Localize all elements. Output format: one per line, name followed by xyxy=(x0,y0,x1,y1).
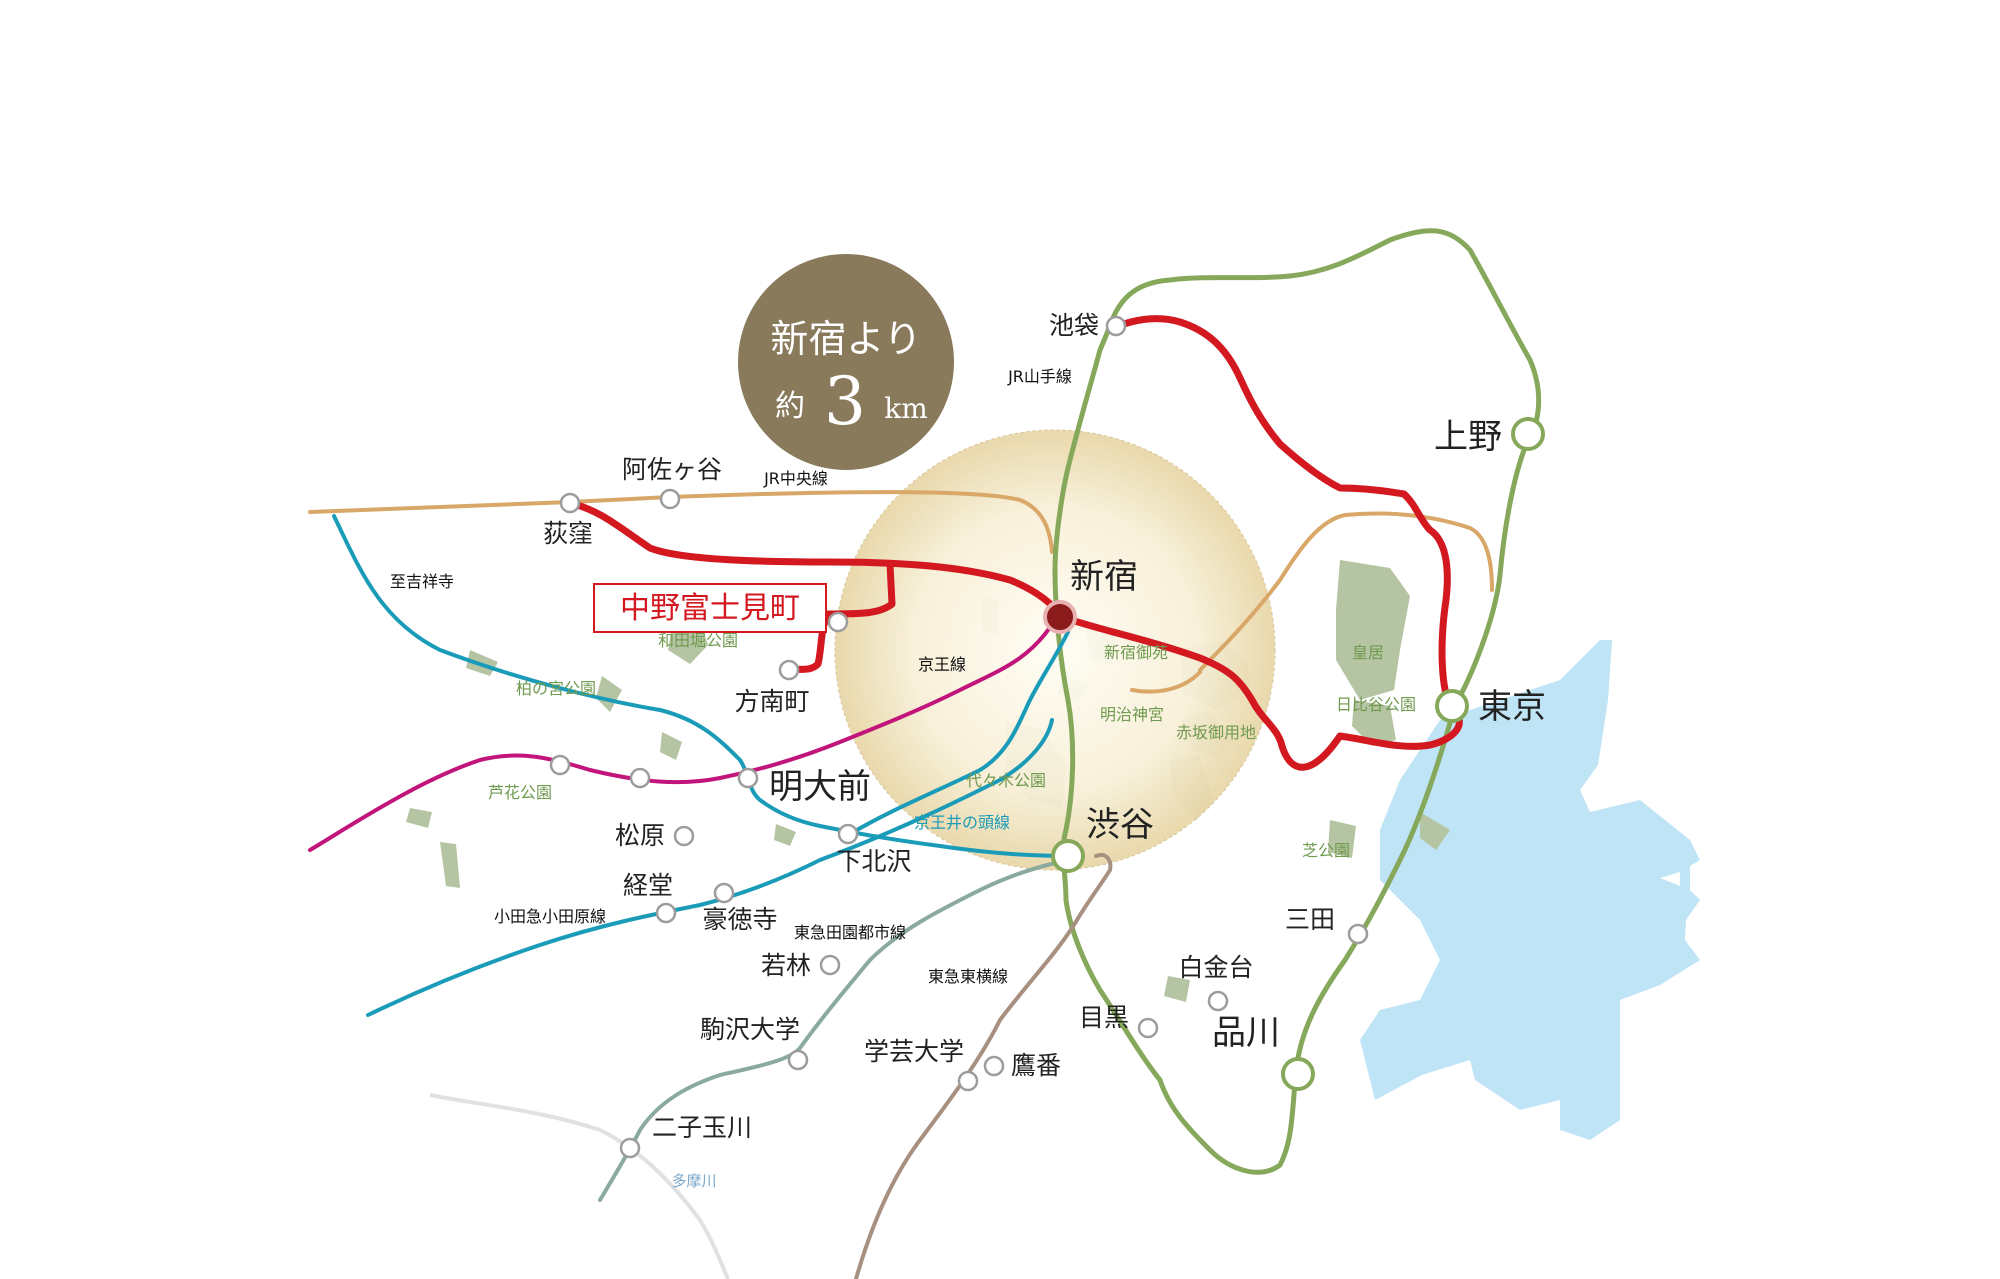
label-kichijoji: 至吉祥寺 xyxy=(390,572,454,591)
label-kokyo: 皇居 xyxy=(1352,643,1384,662)
inokashira-spur xyxy=(848,630,1070,836)
yamanote-line xyxy=(1052,228,1542,1175)
label-mita: 三田 xyxy=(1285,905,1335,934)
station-marker-wakabayashi xyxy=(819,954,841,976)
label-hibiya: 日比谷公園 xyxy=(1336,695,1416,714)
label-ikebukuro: 池袋 xyxy=(1049,311,1099,340)
keio-line xyxy=(308,618,1057,852)
label-komazawa: 駒沢大学 xyxy=(700,1015,800,1044)
label-shiba: 芝公園 xyxy=(1302,841,1350,860)
label-futakotamagawa: 二子玉川 xyxy=(652,1113,752,1142)
label-shibuya: 渋谷 xyxy=(1086,805,1154,845)
label-honancho: 方南町 xyxy=(734,687,809,716)
label-asagaya: 阿佐ヶ谷 xyxy=(622,455,722,484)
station-marker-shinjuku xyxy=(1043,600,1077,634)
label-akasaka: 赤坂御用地 xyxy=(1176,723,1256,742)
label-denentoshi: 東急田園都市線 xyxy=(794,923,906,942)
label-meijijingu: 明治神宮 xyxy=(1100,705,1164,724)
toyoko-line xyxy=(854,853,1113,1279)
station-marker-asagaya xyxy=(659,488,681,510)
marunouchi-line xyxy=(566,315,1463,771)
label-odakyu: 小田急小田原線 xyxy=(494,907,606,926)
odakyu-denentoshi-line xyxy=(366,718,1054,1017)
label-takaban: 鷹番 xyxy=(1011,1051,1061,1080)
station-marker-nakanofujimicho xyxy=(827,611,849,633)
label-ueno: 上野 xyxy=(1434,417,1502,457)
bay-pier xyxy=(1680,858,1690,902)
station-marker-ogikubo xyxy=(559,492,581,514)
label-shinjuku: 新宿 xyxy=(1070,557,1138,597)
station-marker-shinagawa xyxy=(1281,1057,1315,1091)
label-ogikubo: 荻窪 xyxy=(543,519,593,548)
label-kyodo: 経堂 xyxy=(623,871,673,900)
station-marker-shirokanedai xyxy=(1207,990,1229,1012)
label-yoyogi: 代々木公園 xyxy=(966,771,1046,790)
station-marker-shimokitazawa xyxy=(837,823,859,845)
station-marker-gotokuji xyxy=(713,882,735,904)
station-marker-honancho xyxy=(778,659,800,681)
label-chuo: JR中央線 xyxy=(763,469,828,488)
station-marker-komazawa xyxy=(787,1049,809,1071)
home-station-label: 中野富士見町 xyxy=(620,591,800,626)
label-toyoko: 東急東横線 xyxy=(928,967,1008,986)
station-marker-meguro xyxy=(1137,1017,1159,1039)
station-marker-meidaimae xyxy=(737,767,759,789)
radius-3km-circle xyxy=(834,429,1276,871)
label-gotokuji: 豪徳寺 xyxy=(702,905,777,934)
station-marker-shibuya xyxy=(1051,839,1085,873)
label-shimokitazawa: 下北沢 xyxy=(836,847,911,876)
chuo-line xyxy=(308,490,1054,554)
label-kashiwanomiya: 柏の宮公園 xyxy=(516,679,596,698)
station-marker-matsubara xyxy=(673,825,695,847)
station-marker-kyodo xyxy=(655,902,677,924)
label-gakugei: 学芸大学 xyxy=(864,1037,964,1066)
station-marker-gakugei xyxy=(957,1070,979,1092)
label-inokashira: 京王井の頭線 xyxy=(914,813,1010,832)
chuo-line-east xyxy=(1198,511,1494,672)
station-marker-rokakoen-b xyxy=(629,767,651,789)
badge-number: 3 xyxy=(824,363,866,440)
label-tama-river: 多摩川 xyxy=(671,1172,716,1190)
distance-badge xyxy=(738,254,954,470)
label-meidaimae: 明大前 xyxy=(769,767,871,807)
badge-line1: 新宿より xyxy=(770,317,921,361)
chuo-line-link xyxy=(1130,670,1202,694)
label-wadabori: 和田堀公園 xyxy=(658,631,738,650)
label-shirokanedai: 白金台 xyxy=(1178,953,1253,982)
label-tokyo: 東京 xyxy=(1478,687,1546,727)
tokyo-bay xyxy=(1360,640,1700,1140)
station-marker-rokakoen-a xyxy=(549,754,571,776)
label-rokakoen: 芦花公園 xyxy=(488,783,552,802)
label-shinagawa: 品川 xyxy=(1212,1013,1280,1053)
inokashira-line xyxy=(332,514,1070,858)
home-station-box xyxy=(593,583,827,633)
denentoshi-line xyxy=(598,858,1070,1202)
station-marker-ikebukuro xyxy=(1105,315,1127,337)
station-marker-ueno xyxy=(1511,417,1545,451)
label-matsubara: 松原 xyxy=(615,821,665,850)
label-shinjukugyoen: 新宿御苑 xyxy=(1104,643,1168,662)
station-marker-tokyo xyxy=(1435,689,1469,723)
badge-unit: km xyxy=(884,392,928,425)
station-marker-futakotamagawa xyxy=(619,1137,641,1159)
label-keio: 京王線 xyxy=(918,655,966,674)
badge-prefix: 約 xyxy=(775,389,805,424)
label-meguro: 目黒 xyxy=(1079,1003,1129,1032)
station-marker-mita xyxy=(1347,923,1369,945)
label-yamanote: JR山手線 xyxy=(1007,367,1072,386)
label-wakabayashi: 若林 xyxy=(761,951,811,980)
station-marker-takaban xyxy=(983,1055,1005,1077)
